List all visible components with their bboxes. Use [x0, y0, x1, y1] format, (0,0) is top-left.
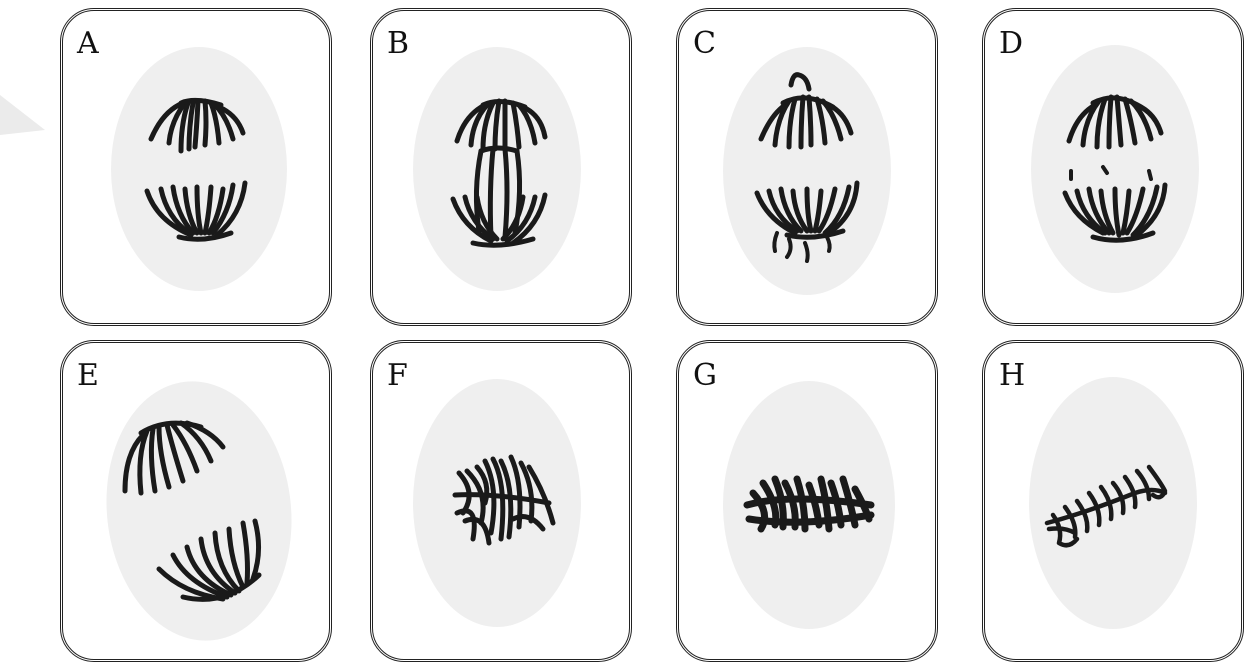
- cell-illustration: [679, 11, 941, 329]
- cell-illustration: [373, 343, 635, 665]
- cell-illustration: [985, 343, 1247, 665]
- cell-illustration: [373, 11, 635, 329]
- cell-illustration: [63, 343, 335, 665]
- panel-b: B: [370, 8, 632, 326]
- panel-d: D: [982, 8, 1244, 326]
- cell-illustration: [679, 343, 941, 665]
- cell-illustration: [63, 11, 335, 329]
- panel-g: G: [676, 340, 938, 662]
- cell-illustration: [985, 11, 1247, 329]
- panel-a: A: [60, 8, 332, 326]
- panel-e: E: [60, 340, 332, 662]
- panel-h: H: [982, 340, 1244, 662]
- watermark-triangle: [0, 95, 60, 155]
- panel-f: F: [370, 340, 632, 662]
- panel-c: C: [676, 8, 938, 326]
